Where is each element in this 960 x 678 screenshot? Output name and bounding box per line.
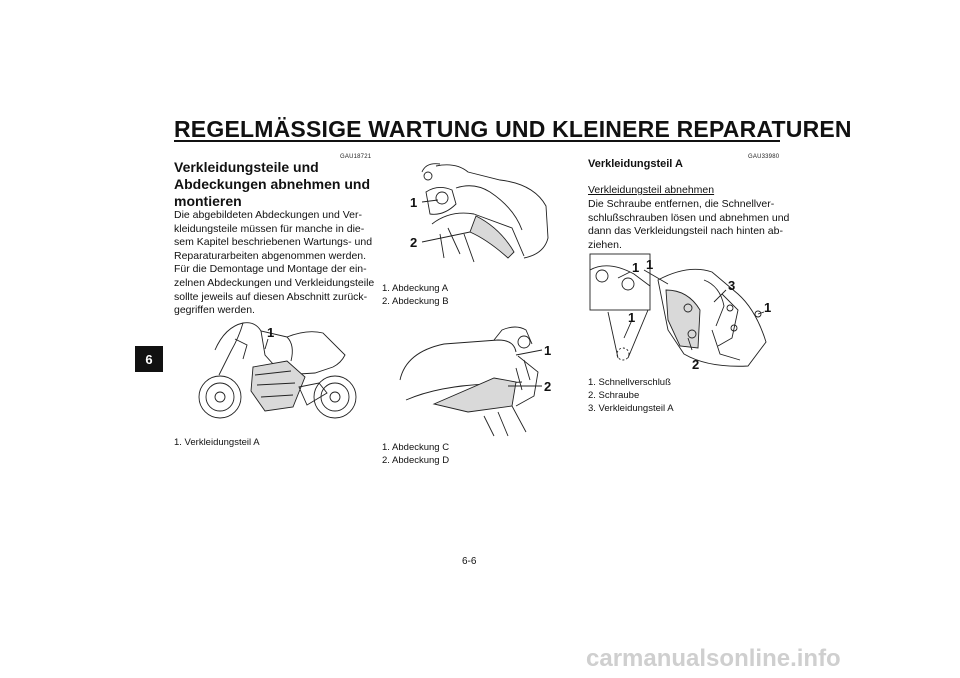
callout-number: 1 xyxy=(544,343,551,358)
subheading: Verkleidungsteil abnehmen xyxy=(588,184,715,196)
caption-line: 1. Abdeckung A xyxy=(382,283,449,294)
callout-number: 2 xyxy=(410,235,417,250)
motorcycle-side-illustration: 1 xyxy=(198,322,357,419)
callout-number: 1 xyxy=(628,310,635,325)
heading-line: Abdeckungen abnehmen und xyxy=(174,176,371,192)
body-line: Die Schraube entfernen, die Schnellver- xyxy=(588,198,775,210)
figure-caption: 1. Abdeckung C 2. Abdeckung D xyxy=(382,441,449,467)
body-line: Reparaturarbeiten abgenommen werden. xyxy=(174,249,367,262)
figure-caption: 1. Verkleidungsteil A xyxy=(174,436,260,449)
front-covers-illustration: 1 2 xyxy=(410,163,549,263)
caption-line: 1. Schnellverschluß xyxy=(588,377,671,388)
caption-line: 2. Abdeckung B xyxy=(382,296,449,307)
body-line: dann das Verkleidungsteil nach hinten ab… xyxy=(588,225,783,238)
callout-number: 1 xyxy=(764,300,771,315)
caption-line: 1. Verkleidungsteil A xyxy=(174,437,260,448)
body-line: zelnen Abdeckungen und Verkleidungsteile xyxy=(174,276,375,289)
body-line: sem Kapitel beschriebenen Wartungs- und xyxy=(174,236,373,249)
callout-number: 1 xyxy=(632,260,639,275)
callout-number: 1 xyxy=(267,325,274,340)
heading-line: montieren xyxy=(174,193,242,209)
chapter-tab: 6 xyxy=(135,346,163,372)
callout-number: 1 xyxy=(646,257,653,272)
section-heading: Verkleidungsteil A xyxy=(588,158,683,170)
body-line: sollte jeweils auf diesen Abschnitt zurü… xyxy=(174,290,368,303)
caption-line: 1. Abdeckung C xyxy=(382,442,450,453)
body-line: Für die Demontage und Montage der ein- xyxy=(174,263,367,276)
title-rule xyxy=(174,140,780,142)
callout-number: 2 xyxy=(544,379,551,394)
section-heading: Verkleidungsteile und Abdeckungen abnehm… xyxy=(174,159,370,210)
fairing-fasteners-illustration: 1 1 3 1 1 2 xyxy=(589,253,771,370)
section-body: Die Schraube entfernen, die Schnellver- … xyxy=(588,198,789,252)
body-line: schlußschrauben lösen und abnehmen und xyxy=(588,211,790,224)
callout-number: 3 xyxy=(728,278,735,293)
caption-line: 2. Schraube xyxy=(588,390,640,401)
page-title: REGELMÄSSIGE WARTUNG UND KLEINERE REPARA… xyxy=(174,116,852,142)
section-code: GAU33980 xyxy=(748,154,780,160)
body-line: Die abgebildeten Abdeckungen und Ver- xyxy=(174,209,362,221)
section-code: GAU18721 xyxy=(340,154,372,160)
callout-number: 1 xyxy=(410,195,417,210)
figure-caption: 1. Schnellverschluß 2. Schraube 3. Verkl… xyxy=(588,376,674,415)
caption-line: 2. Abdeckung D xyxy=(382,455,450,466)
section-body: Die abgebildeten Abdeckungen und Ver- kl… xyxy=(174,209,374,318)
body-line: kleidungsteile müssen für manche in die- xyxy=(174,222,365,235)
caption-line: 3. Verkleidungsteil A xyxy=(588,403,674,414)
figure-caption: 1. Abdeckung A 2. Abdeckung B xyxy=(382,282,449,308)
body-line: gegriffen werden. xyxy=(174,304,255,317)
body-line: ziehen. xyxy=(588,238,622,251)
callout-number: 2 xyxy=(692,357,699,370)
page-number: 6-6 xyxy=(462,556,477,567)
side-covers-illustration: 1 2 xyxy=(399,326,551,437)
watermark: carmanualsonline.info xyxy=(586,645,841,672)
heading-line: Verkleidungsteile und xyxy=(174,159,319,175)
